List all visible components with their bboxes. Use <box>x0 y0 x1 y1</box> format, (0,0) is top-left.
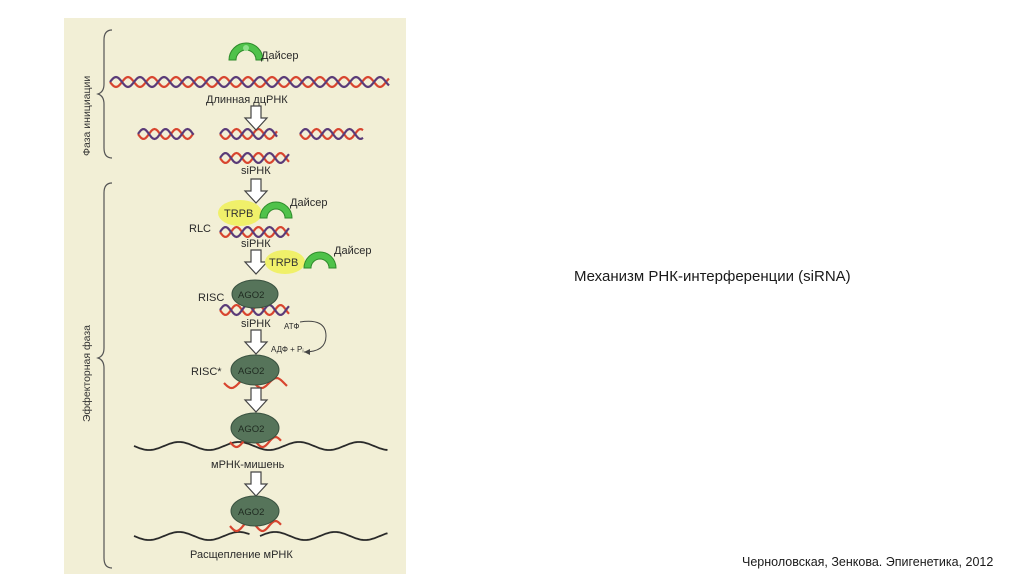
mrna-cleavage-label: Расщепление мРНК <box>190 549 293 561</box>
ago2-label-4: AGO2 <box>238 507 264 518</box>
dsrna-fragment-center-strand-a <box>219 127 278 141</box>
ago2-label-1: AGO2 <box>238 290 264 301</box>
effector-phase-label: Эффекторная фаза <box>81 325 93 422</box>
ago2-protein-3 <box>230 412 280 444</box>
trpb-label-1: TRPB <box>224 208 253 220</box>
dicer-enzyme-3 <box>303 251 337 269</box>
sirna-label-1: siРНК <box>241 165 271 177</box>
sirna-duplex-3-strand-b <box>219 303 290 317</box>
atp-hydrolysis-arrow <box>299 320 327 353</box>
initiation-phase-label: Фаза инициации <box>81 76 93 156</box>
risc-star-label: RISC* <box>191 366 222 378</box>
effector-phase-bracket <box>96 182 113 569</box>
citation: Черноловская, Зенкова. Эпигенетика, 2012 <box>742 555 994 569</box>
trpb-protein-1 <box>218 200 262 226</box>
sirna-duplex-2-strand-b <box>219 225 290 239</box>
dicer-enzyme-2 <box>259 201 293 219</box>
trpb-protein-2 <box>265 250 305 274</box>
arrow-down-6 <box>244 471 268 497</box>
arrow-down-1 <box>244 105 268 131</box>
dsrna-fragment-right-strand-b <box>299 127 364 141</box>
long-dsrna-strand-b <box>109 75 390 89</box>
target-mrna-label: мРНК-мишень <box>211 459 285 471</box>
ago2-label-3: AGO2 <box>238 424 264 435</box>
trpb-label-2: TRPB <box>269 257 298 269</box>
rnai-mechanism-diagram: Фаза инициации Эффекторная фаза Дайсер Д… <box>81 29 390 569</box>
rlc-label: RLC <box>189 223 211 235</box>
ago2-protein-4 <box>230 495 280 527</box>
cleaved-mrna-left <box>133 531 250 541</box>
ago2-protein-1 <box>231 279 279 309</box>
arrow-down-2 <box>244 178 268 204</box>
slide-title: Механизм РНК-интерференции (siRNA) <box>574 268 851 285</box>
dicer-label-1: Дайсер <box>261 50 298 62</box>
dsrna-fragment-center-strand-b <box>219 127 278 141</box>
long-dsrna-strand-a <box>109 75 390 89</box>
sirna-label-2: siРНК <box>241 238 271 250</box>
dsrna-fragment-left-strand-b <box>137 127 195 141</box>
risc-label: RISC <box>198 292 224 304</box>
long-dsrna-label: Длинная дцРНК <box>206 94 288 106</box>
arrow-down-3 <box>244 249 268 275</box>
arrow-down-5 <box>244 387 268 413</box>
dsrna-fragment-left-strand-a <box>137 127 195 141</box>
sirna-label-3: siРНК <box>241 318 271 330</box>
target-mrna-strand <box>133 441 388 451</box>
atp-label: АТФ <box>284 322 299 331</box>
initiation-phase-bracket <box>96 29 113 159</box>
dicer-enzyme-1 <box>228 42 264 61</box>
cleaved-mrna-right <box>259 531 388 541</box>
dicer-label-2: Дайсер <box>290 197 327 209</box>
ago2-label-2: AGO2 <box>238 366 264 377</box>
adp-pi-label: АДФ + Pᵢ <box>271 345 304 354</box>
rnai-diagram-figure: Фаза инициации Эффекторная фаза Дайсер Д… <box>64 18 406 574</box>
sirna-duplex-1-strand-b <box>219 151 290 165</box>
dicer-label-3: Дайсер <box>334 245 371 257</box>
ago2-protein-2 <box>230 354 280 386</box>
arrow-down-4 <box>244 329 268 355</box>
